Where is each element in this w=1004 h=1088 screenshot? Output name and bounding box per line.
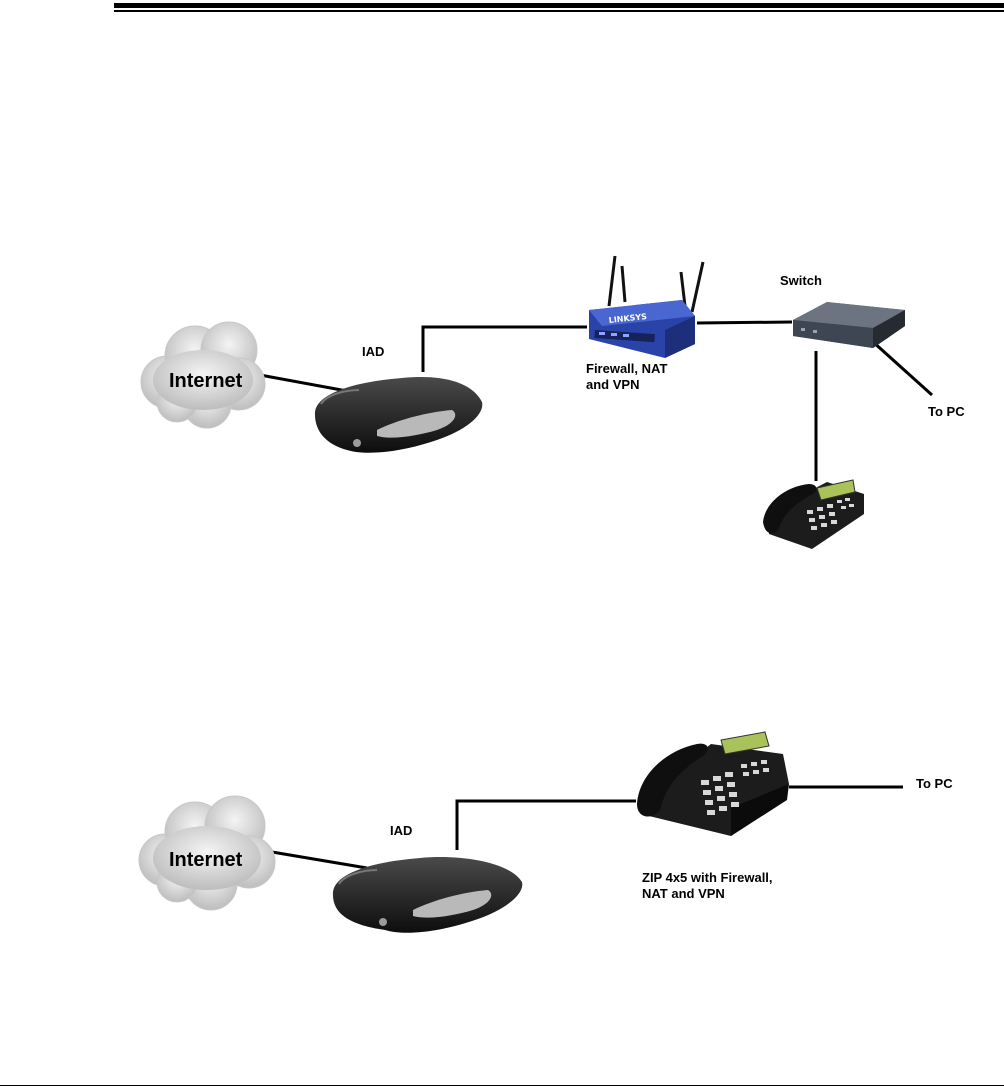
desk-phone-icon [763,480,864,549]
internet-label: Internet [169,370,242,393]
linksys-router-icon: LINKSYS [589,256,703,358]
to-pc-label: To PC [916,776,953,792]
iad-label: IAD [390,823,412,839]
network-switch-icon [793,302,905,348]
link-router-switch [697,322,792,323]
connection-lines [272,787,903,868]
internet-label: Internet [169,849,242,872]
footer-rule [0,1085,1004,1086]
switch-label: Switch [780,273,822,289]
link-iad-router [423,327,587,372]
link-switch-pc [872,341,932,395]
diagram-1-graphics: LINKSYS [137,244,1004,556]
link-cloud-iad [272,852,367,868]
zip-phone-icon [637,732,789,836]
network-diagram-router: LINKSYS Internet [137,244,1004,556]
to-pc-label: To PC [928,404,965,420]
zip-phone-label: ZIP 4x5 with Firewall, NAT and VPN [642,870,773,902]
iad-label: IAD [362,344,384,360]
header-rule-thick [114,3,1004,8]
link-cloud-iad [260,375,347,391]
diagram-2-graphics [137,704,1004,966]
router-label: Firewall, NAT and VPN [586,361,667,393]
header-rule-thin [114,10,1004,12]
link-iad-phone [457,801,636,850]
network-diagram-zip-phone: Internet IAD ZIP 4x5 with Firewall, NAT … [137,704,1004,966]
